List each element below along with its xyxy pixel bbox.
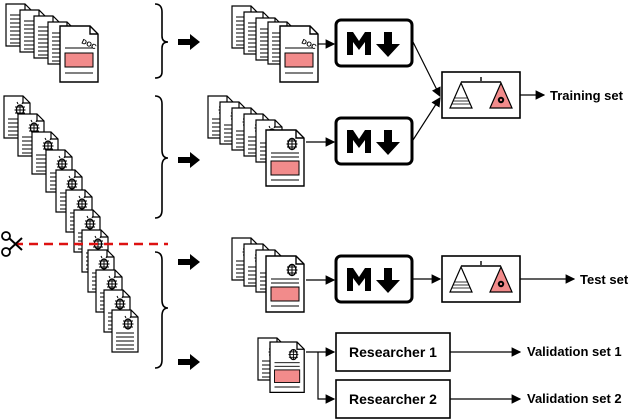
- arrow-right-icon: [178, 254, 200, 270]
- researcher-1-label: Researcher 1: [349, 344, 437, 360]
- arrow-right-icon: [178, 34, 200, 50]
- doc-stack-source: [5, 3, 99, 83]
- training-set-label: Training set: [550, 88, 624, 103]
- arrow-right-icon: [178, 152, 200, 168]
- test-set-label: Test set: [580, 272, 629, 287]
- researcher-2-label: Researcher 2: [349, 391, 437, 407]
- balance-scale-icon: [441, 255, 521, 303]
- researcher-2-box: [335, 379, 451, 419]
- brace-bug-upper: [154, 95, 169, 219]
- markdown-icon: [334, 254, 414, 304]
- bug-report-cascade: [3, 95, 139, 353]
- validation-set-1-label: Validation set 1: [527, 344, 622, 359]
- markdown-icon: [334, 18, 414, 68]
- validation-set-2-label: Validation set 2: [527, 391, 622, 406]
- scissors-icon: [1, 231, 23, 257]
- researcher-1-box: [335, 332, 451, 372]
- markdown-icon: [334, 116, 414, 166]
- bug-stack-test: [231, 237, 305, 313]
- bug-stack-training: [207, 95, 305, 187]
- balance-scale-icon: [441, 71, 521, 119]
- brace-bug-lower: [154, 251, 169, 369]
- doc-stack-middle: [231, 5, 319, 83]
- arrow-right-icon: [178, 354, 200, 370]
- bug-stack-validation: [257, 337, 305, 394]
- brace-doc: [154, 3, 169, 79]
